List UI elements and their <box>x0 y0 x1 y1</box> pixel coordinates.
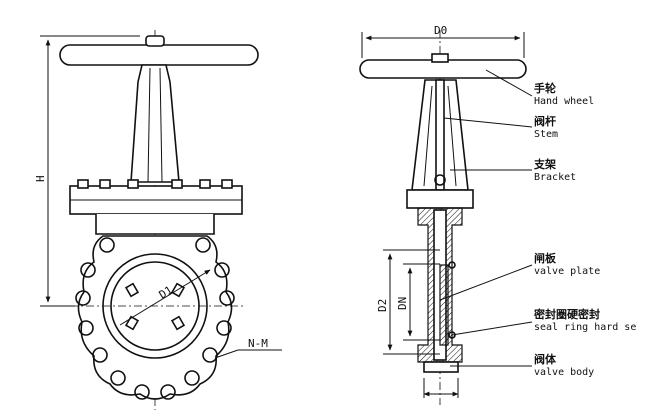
label-seal-ring: 密封圈硬密封 seal ring hard se <box>534 307 636 333</box>
svg-text:闸板: 闸板 <box>534 251 557 265</box>
svg-text:valve plate: valve plate <box>534 266 600 277</box>
dim-d1: D1 <box>157 283 175 301</box>
svg-text:支架: 支架 <box>533 157 556 171</box>
svg-text:手轮: 手轮 <box>534 81 556 95</box>
svg-text:密封圈硬密封: 密封圈硬密封 <box>534 307 600 321</box>
svg-text:valve body: valve body <box>534 367 594 378</box>
front-view: D1 N-M H <box>34 30 282 410</box>
label-stem: 阀杆 Stem <box>534 114 558 140</box>
front-flange-bolt-holes <box>75 237 235 400</box>
front-handwheel <box>59 44 259 66</box>
dim-h: H <box>34 175 47 182</box>
svg-text:阀体: 阀体 <box>534 352 557 366</box>
label-valve-body: 阀体 valve body <box>534 352 594 378</box>
dim-d2: D2 <box>376 299 389 312</box>
label-hand-wheel: 手轮 Hand wheel <box>534 81 594 107</box>
front-bore-lugs <box>124 282 186 331</box>
dim-d0: D0 <box>434 24 447 37</box>
svg-text:阀杆: 阀杆 <box>534 114 556 128</box>
svg-text:Bracket: Bracket <box>534 172 576 183</box>
front-bolts <box>77 179 233 189</box>
dim-dn: DN <box>396 297 409 310</box>
label-valve-plate: 闸板 valve plate <box>534 251 600 277</box>
svg-text:Hand wheel: Hand wheel <box>534 96 594 107</box>
svg-text:Stem: Stem <box>534 129 558 140</box>
dim-nm: N-M <box>248 337 268 350</box>
part-labels: 手轮 Hand wheel 阀杆 Stem 支架 Bracket 闸板 valv… <box>533 81 636 378</box>
label-bracket: 支架 Bracket <box>533 157 576 183</box>
svg-text:seal ring hard se: seal ring hard se <box>534 322 636 333</box>
section-view: D0 D2 DN <box>359 24 533 405</box>
